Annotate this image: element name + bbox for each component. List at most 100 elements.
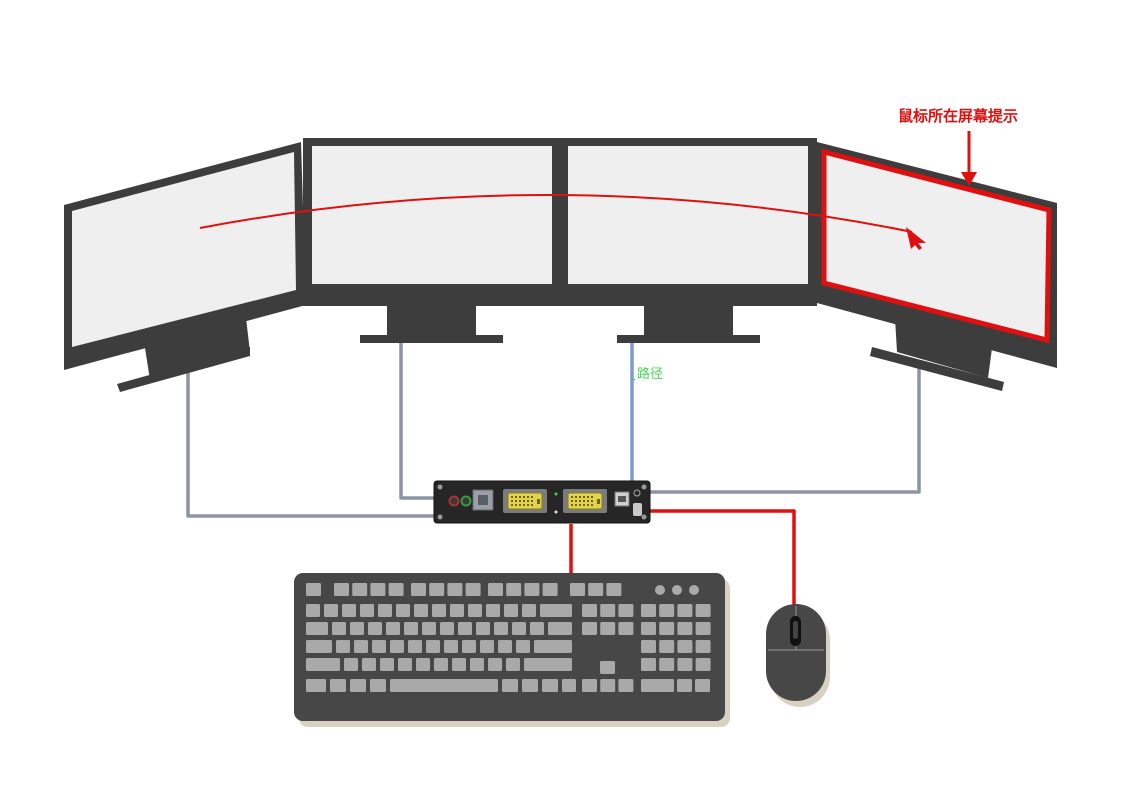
keyboard-key (306, 679, 326, 692)
keyboard-key (324, 604, 338, 617)
keyboard-key (370, 583, 386, 596)
keyboard-key (582, 679, 597, 692)
keyboard-key (462, 640, 476, 653)
keyboard-key (618, 622, 634, 635)
monitor-1-screen (72, 152, 296, 347)
keyboard-key (411, 583, 426, 596)
keyboard-key (677, 604, 693, 617)
keyboard-keys (306, 583, 711, 692)
monitor-3 (559, 138, 817, 343)
keyboard-key (334, 583, 349, 596)
keyboard-key (512, 622, 526, 635)
keyboard-key (332, 622, 346, 635)
keyboard-key (600, 679, 616, 692)
cable-monitor-1 (186, 372, 436, 518)
keyboard-key (452, 658, 466, 671)
mouse-movement-path (199, 193, 926, 250)
keyboard-key (434, 658, 448, 671)
keyboard-key (600, 604, 616, 617)
keyboard-key (362, 658, 376, 671)
keyboard-key (465, 583, 481, 596)
keyboard-key (342, 604, 356, 617)
keyboard-key (618, 679, 634, 692)
path-annotation: 路径 (631, 366, 663, 382)
keyboard-key (695, 640, 711, 653)
keyboard-key (414, 604, 428, 617)
keyboard-key (488, 658, 502, 671)
screen-hint-arrowhead (961, 172, 977, 186)
screen-hint-label: 鼠标所在屏幕提示 (898, 107, 1018, 125)
cable-monitor-4 (648, 364, 921, 494)
keyboard-key (440, 622, 454, 635)
keyboard-key (659, 622, 675, 635)
keyboard-key (641, 604, 656, 617)
keyboard-key (422, 622, 436, 635)
keyboard-key (588, 583, 604, 596)
keyboard-key (562, 679, 576, 692)
keyboard-icon (294, 573, 730, 727)
keyboard-key (534, 640, 572, 653)
keyboard-key (548, 622, 572, 635)
keyboard-key (695, 622, 711, 635)
kvm-extender-icon (433, 480, 651, 524)
keyboard-key (677, 640, 693, 653)
monitor-4-stand (870, 318, 1004, 391)
monitor-4-active (817, 142, 1057, 391)
keyboard-key (570, 583, 585, 596)
keyboard-key (641, 658, 656, 671)
keyboard-key (398, 658, 412, 671)
keyboard-key (641, 622, 656, 635)
keyboard-key (677, 658, 693, 671)
keyboard-key (606, 583, 622, 596)
keyboard-key (524, 658, 572, 671)
keyboard-key (494, 622, 508, 635)
keyboard-key (458, 622, 472, 635)
monitor-3-stand (617, 304, 760, 343)
keyboard-key (695, 679, 710, 692)
keyboard-key (444, 640, 458, 653)
video-cables (186, 342, 921, 610)
keyboard-key (695, 604, 711, 617)
keyboard-key (516, 640, 530, 653)
keyboard-key (522, 604, 536, 617)
monitor-1-stand (117, 318, 250, 392)
keyboard-key (540, 604, 572, 617)
keyboard-key (600, 661, 615, 674)
keyboard-key (677, 622, 693, 635)
keyboard-key (480, 640, 494, 653)
keyboard-key (677, 679, 692, 692)
keyboard-key (618, 604, 634, 617)
keyboard-key (506, 583, 522, 596)
keyboard-key (429, 583, 445, 596)
keyboard-key (386, 622, 400, 635)
keyboard-key (368, 622, 382, 635)
keyboard-key (470, 658, 484, 671)
keyboard-key (378, 604, 392, 617)
keyboard-key (380, 658, 394, 671)
keyboard-key (416, 658, 430, 671)
monitor-1 (64, 142, 306, 392)
keyboard-key (502, 679, 518, 692)
keyboard-key (306, 658, 340, 671)
dvi-port-2 (563, 489, 607, 513)
keyboard-key (306, 640, 332, 653)
keyboard-key (350, 679, 366, 692)
keyboard-key (372, 640, 386, 653)
keyboard-key (396, 604, 410, 617)
keyboard-key (447, 583, 463, 596)
monitor-4-screen-highlight (821, 148, 1052, 344)
keyboard-key (408, 640, 422, 653)
keyboard-key (659, 658, 675, 671)
extender-screws (437, 484, 647, 520)
keyboard-key (641, 679, 674, 692)
movement-arc (199, 193, 913, 233)
keyboard-key (388, 583, 404, 596)
keyboard-key (352, 583, 368, 596)
audio-ports (448, 495, 472, 507)
keyboard-key (582, 604, 597, 617)
keyboard-indicator-lights (655, 585, 699, 595)
keyboard-key (306, 604, 320, 617)
cable-monitor-2 (399, 342, 436, 500)
keyboard-key (432, 604, 446, 617)
